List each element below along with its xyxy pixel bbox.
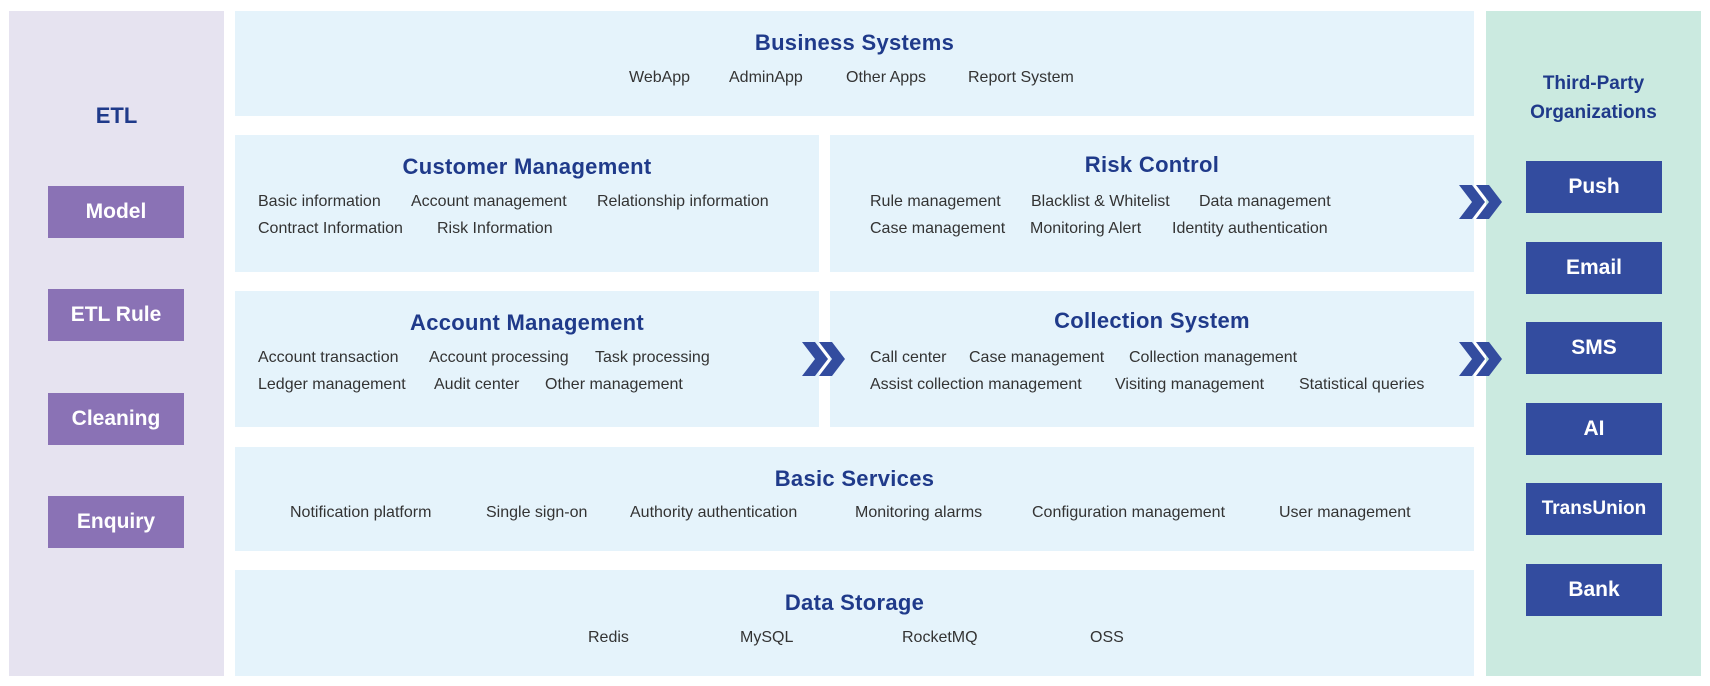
- risk-control-panel: Risk Control Rule management Blacklist &…: [830, 135, 1474, 272]
- etl-rule-box: ETL Rule: [48, 289, 184, 341]
- etl-enquiry-box: Enquiry: [48, 496, 184, 548]
- collection-item: Case management: [969, 349, 1105, 366]
- data-storage-item: Redis: [588, 629, 629, 646]
- basic-service-item: Single sign-on: [486, 504, 588, 521]
- etl-model-box: Model: [48, 186, 184, 238]
- data-storage-item: MySQL: [740, 629, 794, 646]
- etl-column: ETL: [9, 11, 224, 676]
- business-system-item: Report System: [968, 69, 1074, 86]
- collection-system-title: Collection System: [1054, 308, 1250, 333]
- risk-item: Case management: [870, 220, 1006, 237]
- customer-item: Risk Information: [437, 220, 553, 237]
- ai-box: AI: [1526, 403, 1662, 455]
- etl-title: ETL: [95, 103, 138, 128]
- third-party-title: Third-Party Organizations: [1486, 69, 1701, 127]
- collection-item: Statistical queries: [1299, 376, 1425, 393]
- double-chevron-right-icon: [802, 342, 845, 376]
- account-item: Other management: [545, 376, 683, 393]
- double-chevron-right-icon: [1459, 185, 1502, 219]
- double-chevron-right-icon: [1459, 342, 1502, 376]
- risk-item: Identity authentication: [1172, 220, 1328, 237]
- basic-service-item: Monitoring alarms: [855, 504, 983, 521]
- bank-box: Bank: [1526, 564, 1662, 616]
- push-box: Push: [1526, 161, 1662, 213]
- collection-item: Assist collection management: [870, 376, 1082, 393]
- customer-item: Basic information: [258, 193, 381, 210]
- account-item: Account transaction: [258, 349, 399, 366]
- data-storage-item: RocketMQ: [902, 629, 978, 646]
- basic-services-panel: Basic Services Notification platform Sin…: [235, 447, 1474, 551]
- business-system-item: Other Apps: [846, 69, 927, 86]
- business-system-item: AdminApp: [729, 69, 803, 86]
- risk-item: Monitoring Alert: [1030, 220, 1142, 237]
- data-storage-title: Data Storage: [784, 590, 925, 615]
- risk-item: Rule management: [870, 193, 1001, 210]
- basic-service-item: User management: [1279, 504, 1411, 521]
- business-systems-title: Business Systems: [754, 30, 955, 55]
- customer-item: Contract Information: [258, 220, 403, 237]
- basic-service-item: Notification platform: [290, 504, 432, 521]
- sms-box: SMS: [1526, 322, 1662, 374]
- data-storage-item: OSS: [1090, 629, 1124, 646]
- business-systems-panel: Business Systems WebApp AdminApp Other A…: [235, 11, 1474, 116]
- risk-item: Data management: [1199, 193, 1331, 210]
- basic-service-item: Configuration management: [1032, 504, 1226, 521]
- collection-item: Collection management: [1129, 349, 1298, 366]
- customer-item: Account management: [411, 193, 567, 210]
- third-party-title-line1: Third-Party: [1542, 73, 1645, 94]
- account-management-panel: Account Management Account transaction A…: [235, 291, 819, 427]
- business-system-item: WebApp: [629, 69, 691, 86]
- email-box: Email: [1526, 242, 1662, 294]
- transunion-box: TransUnion: [1526, 483, 1662, 535]
- account-item: Ledger management: [258, 376, 406, 393]
- customer-management-title: Customer Management: [402, 154, 652, 179]
- basic-service-item: Authority authentication: [630, 504, 798, 521]
- risk-item: Blacklist & Whitelist: [1031, 193, 1170, 210]
- customer-item: Relationship information: [597, 193, 769, 210]
- collection-item: Visiting management: [1115, 376, 1265, 393]
- data-storage-panel: Data Storage Redis MySQL RocketMQ OSS: [235, 570, 1474, 676]
- customer-management-panel: Customer Management Basic information Ac…: [235, 135, 819, 272]
- collection-item: Call center: [870, 349, 947, 366]
- account-item: Audit center: [434, 376, 520, 393]
- account-management-title: Account Management: [410, 310, 644, 335]
- account-item: Account processing: [429, 349, 569, 366]
- account-item: Task processing: [595, 349, 710, 366]
- risk-control-title: Risk Control: [1084, 152, 1220, 177]
- third-party-title-line2: Organizations: [1530, 102, 1657, 123]
- basic-services-title: Basic Services: [774, 466, 935, 491]
- etl-cleaning-box: Cleaning: [48, 393, 184, 445]
- collection-system-panel: Collection System Call center Case manag…: [830, 291, 1474, 427]
